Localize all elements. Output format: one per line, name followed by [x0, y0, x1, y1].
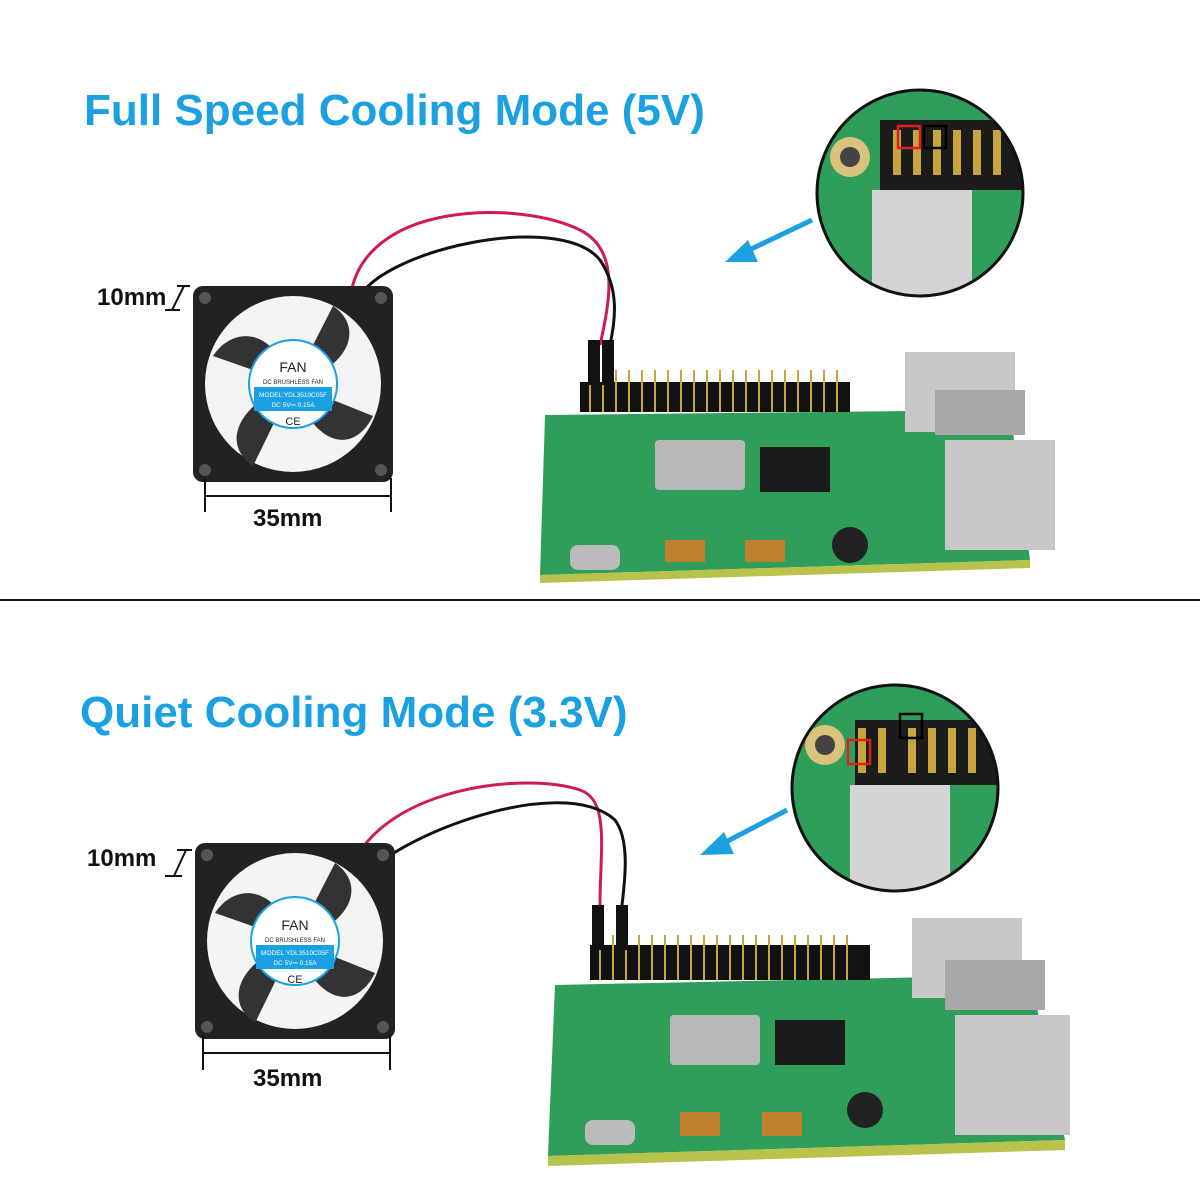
fan-label-line1: DC BRUSHLESS FAN — [263, 380, 323, 386]
fan-width-label: 35mm — [253, 1065, 323, 1092]
pin-5v-highlight — [896, 124, 922, 150]
fan-label-line3: DC 5V⎓ 0.15A — [271, 402, 315, 409]
fan-label-ce: CE — [285, 416, 300, 428]
pin-gnd-highlight — [922, 124, 948, 150]
svg-text:FAN: FAN — [281, 917, 308, 933]
svg-text:DC 5V⎓ 0.15A: DC 5V⎓ 0.15A — [273, 960, 317, 967]
raspberry-pi-board — [540, 340, 1055, 583]
svg-text:CE: CE — [287, 974, 302, 986]
svg-text:MODEL:YDL3510C05F: MODEL:YDL3510C05F — [261, 950, 329, 957]
quiet-illustration: FAN DC BRUSHLESS FAN MODEL:YDL3510C05F D… — [165, 683, 1070, 1166]
fan-height-label: 10mm — [87, 845, 157, 872]
full-speed-illustration: FAN DC BRUSHLESS FAN MODEL:YDL3510C05F D… — [165, 88, 1055, 583]
arrow-icon — [725, 217, 814, 262]
fan — [193, 286, 393, 482]
svg-text:DC BRUSHLESS FAN: DC BRUSHLESS FAN — [265, 938, 325, 944]
section-quiet: Quiet Cooling Mode (3.3V) FAN DC BRUSHLE… — [0, 600, 1200, 1200]
fan-height-label: 10mm — [97, 284, 167, 311]
section-full-speed: Full Speed Cooling Mode (5V) FAN DC BRUS… — [84, 86, 1055, 583]
section-divider — [0, 599, 1200, 601]
black-wire — [356, 235, 616, 346]
section-title: Full Speed Cooling Mode (5V) — [84, 86, 705, 135]
fan-label-line2: MODEL:YDL3510C05F — [259, 392, 327, 399]
section-title: Quiet Cooling Mode (3.3V) — [80, 688, 628, 737]
gpio-zoom-magnifier — [815, 88, 1025, 298]
red-wire — [348, 211, 611, 346]
fan-label-name: FAN — [279, 359, 306, 375]
fan-width-label: 35mm — [253, 505, 323, 532]
